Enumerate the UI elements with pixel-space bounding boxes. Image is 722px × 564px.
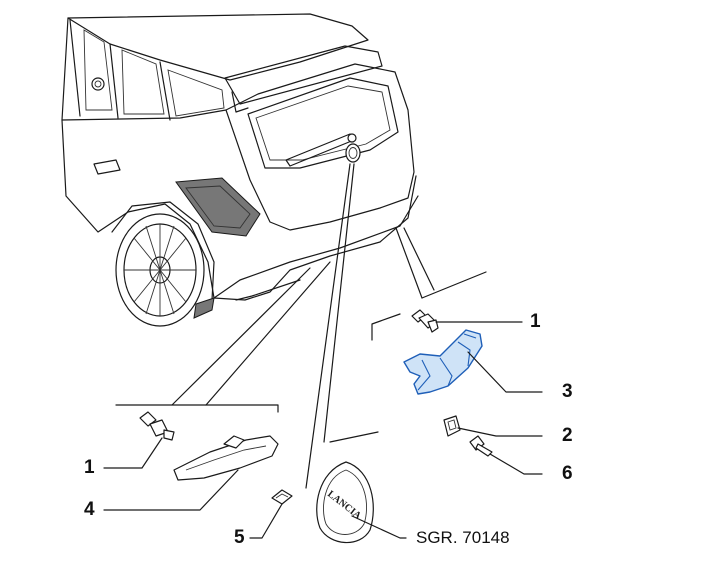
group-brackets	[115, 313, 401, 443]
callout-1-left: 1	[84, 457, 95, 478]
callout-2: 2	[562, 425, 573, 446]
callout-4: 4	[84, 499, 95, 520]
part-2-retaining-clip	[443, 415, 461, 437]
callout-6: 6	[562, 463, 573, 484]
car-rear-view	[61, 13, 419, 327]
callout-leaders	[103, 321, 543, 539]
part-3-rear-reflector-right	[403, 329, 483, 395]
drawing-reference: SGR. 70148	[416, 528, 510, 547]
part-1-bulb-right	[411, 309, 439, 333]
callout-1-right: 1	[530, 311, 541, 332]
callout-5: 5	[234, 527, 245, 548]
part-5-clip	[271, 489, 293, 505]
part-6-screw	[469, 435, 493, 457]
callout-3: 3	[562, 381, 573, 402]
leader-lines	[171, 163, 487, 489]
callout-labels: 1 3 2 6 1 4 5 SGR. 70148	[84, 311, 573, 548]
emblem-badge: LANCIA	[316, 461, 374, 544]
part-1-bulb-left	[139, 411, 175, 441]
part-4-rear-reflector-left	[173, 435, 279, 481]
